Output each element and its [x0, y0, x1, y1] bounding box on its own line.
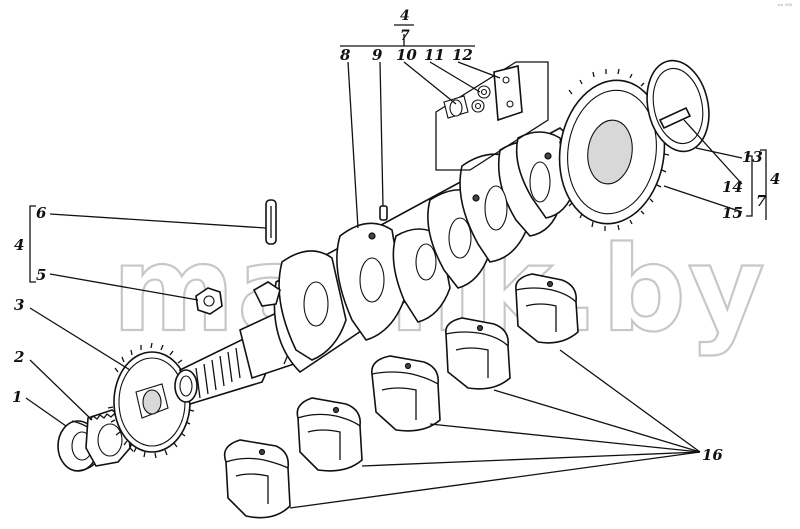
- bolt-plate-group: [435, 61, 549, 171]
- callout-6: 6: [36, 204, 47, 222]
- callout-13: 13: [742, 148, 763, 166]
- callout-5: 5: [36, 266, 46, 284]
- ring-gear-part: [558, 68, 670, 231]
- corner-mark: ᵖᵒ ⁰⁰⁰: [778, 3, 793, 10]
- callout-3: 3: [14, 296, 24, 314]
- callout-14: 14: [722, 178, 743, 196]
- callout-16: 16: [702, 446, 723, 464]
- callout-4-right: 4: [770, 170, 780, 188]
- callout-10: 10: [396, 46, 417, 64]
- callout-8: 8: [340, 46, 351, 64]
- leader-lines: [25, 34, 767, 509]
- callout-1: 1: [12, 388, 22, 406]
- callout-4-left: 4: [14, 236, 24, 254]
- callout-7: 7: [756, 192, 767, 210]
- callout-labels: 1 2 3 4 5 6 8 9 10 11 12 13 14 15 4 7 16: [12, 46, 780, 464]
- oil-thrower-disc-part: [646, 59, 710, 153]
- callout-2: 2: [13, 348, 24, 366]
- callout-12: 12: [452, 46, 473, 64]
- fraction-label: 4 7: [394, 8, 414, 44]
- fraction-numerator: 4: [400, 8, 410, 24]
- dowel-pin-part: [379, 205, 388, 221]
- main-bearing-shells: [223, 273, 579, 519]
- callout-9: 9: [372, 46, 383, 64]
- fraction-denominator: 7: [400, 28, 410, 44]
- callout-11: 11: [424, 46, 445, 64]
- woodruff-key-part: [265, 199, 277, 245]
- callout-15: 15: [722, 204, 743, 222]
- nut-part: [195, 281, 281, 315]
